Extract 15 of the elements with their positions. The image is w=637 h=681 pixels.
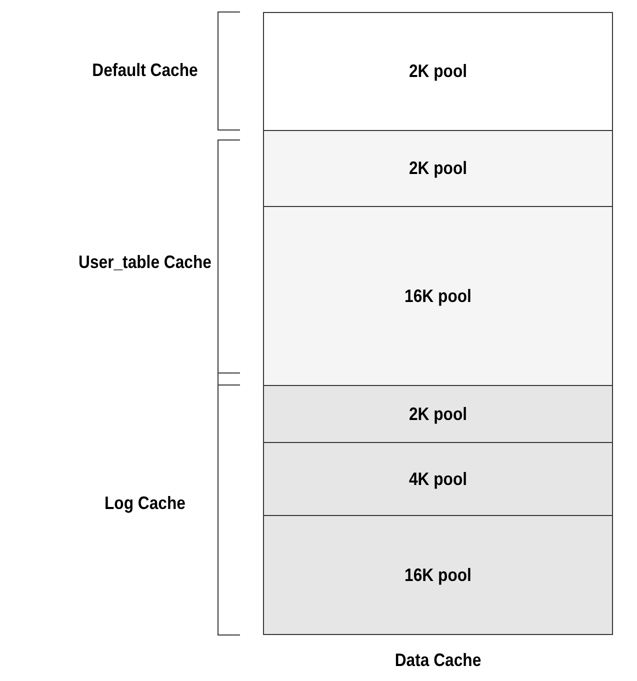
pool-block [264,442,612,515]
cache-label: Default Cache [91,60,199,81]
cache-label: User_table Cache [78,252,212,272]
node-label: Data Cache [394,650,482,671]
pool-label: 2K pool [408,404,468,424]
pool-block [264,515,612,634]
pool-block [264,206,612,385]
pool-label: 2K pool [408,61,468,82]
pool-block [264,130,612,206]
pool-label: 16K pool [404,286,472,306]
pool-label: 4K pool [408,468,468,490]
pool-block [264,385,612,442]
cache-label: Log Cache [104,493,186,514]
pool-label: 2K pool [408,158,468,179]
pool-label: 16K pool [404,564,472,586]
